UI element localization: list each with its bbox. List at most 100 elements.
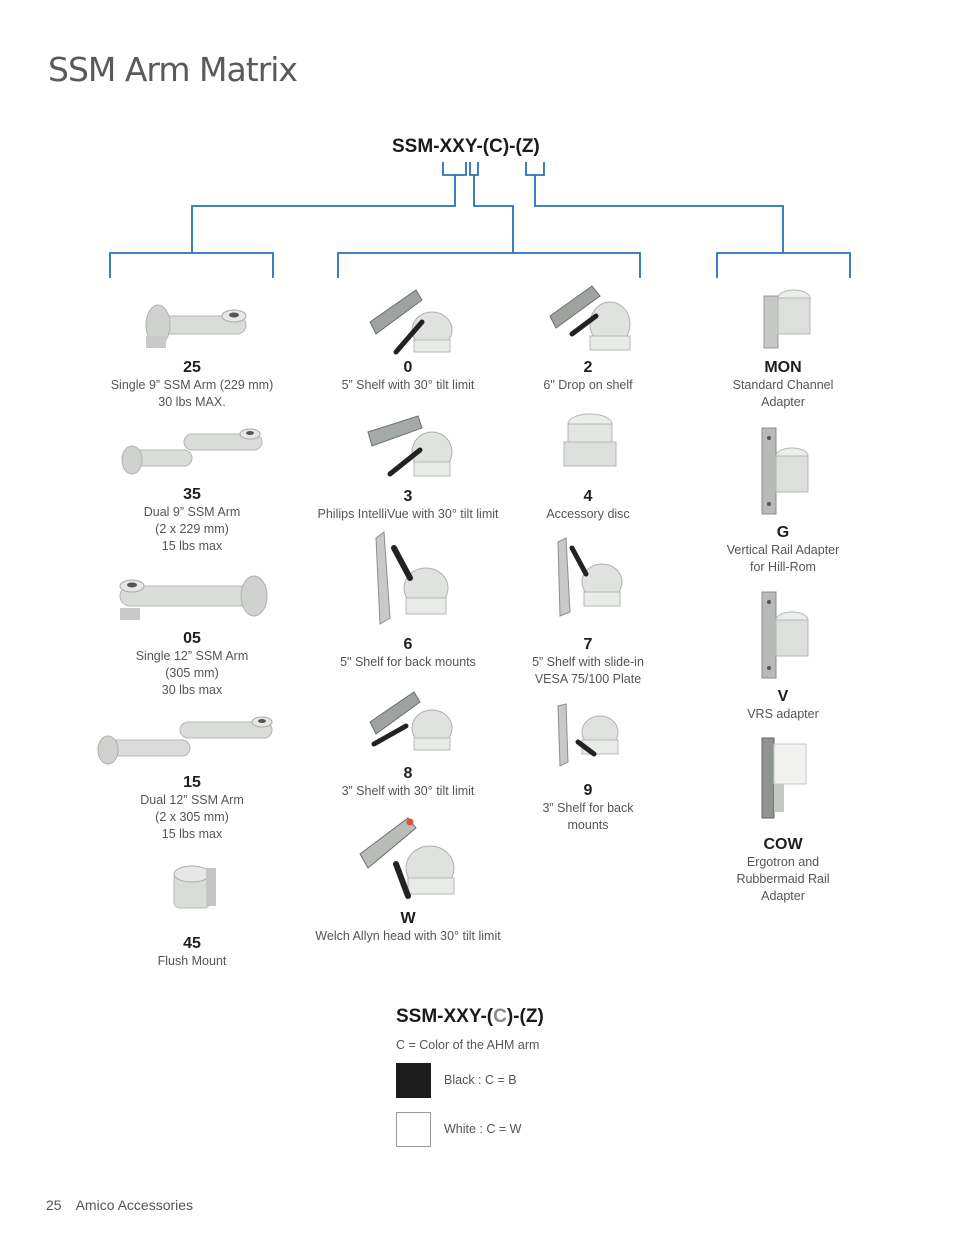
- option-code: 0: [403, 359, 413, 376]
- head-option-8: 8 3” Shelf with 30° tilt limit: [303, 765, 513, 800]
- option-desc-line: Philips IntelliVue with 30° tilt limit: [317, 507, 499, 521]
- option-desc-line: VESA 75/100 Plate: [534, 672, 642, 686]
- vesa-shelf-image: [557, 537, 623, 617]
- option-desc-line: 3” Shelf with 30° tilt limit: [341, 784, 475, 798]
- head-option-2: 2 6" Drop on shelf: [483, 359, 693, 394]
- vrs-adapter-image: [761, 591, 809, 679]
- option-desc-line: Flush Mount: [157, 954, 227, 968]
- arm-option-45: 45 Flush Mount: [87, 935, 297, 970]
- accessory-disc-image: [563, 413, 617, 467]
- color-heading-suffix: )-(Z): [506, 1006, 544, 1027]
- option-desc-line: Ergotron and: [746, 855, 820, 869]
- option-desc-line: Dual 9” SSM Arm: [143, 505, 241, 519]
- option-code: 45: [183, 935, 201, 952]
- option-desc-line: Vertical Rail Adapter: [726, 543, 840, 557]
- option-code: 9: [583, 782, 593, 799]
- welch-allyn-head-image: [359, 817, 455, 899]
- option-desc-line: 30 lbs max: [161, 683, 223, 697]
- white-color-label: White : C = W: [444, 1122, 522, 1136]
- option-code: 4: [583, 488, 593, 505]
- shelf-head-image: [369, 289, 453, 355]
- head-option-3: 3 Philips IntelliVue with 30° tilt limit: [303, 488, 513, 523]
- option-desc-line: 30 lbs MAX.: [158, 395, 226, 409]
- option-desc-line: VRS adapter: [747, 707, 819, 721]
- option-desc-line: 5" Shelf for back mounts: [340, 655, 476, 669]
- option-code: V: [777, 688, 789, 705]
- black-color-swatch: [396, 1063, 431, 1098]
- single-12-arm-image: [119, 575, 268, 620]
- small-shelf-head-image: [369, 691, 453, 751]
- head-option-w: W Welch Allyn head with 30° tilt limit: [303, 910, 513, 945]
- option-code: 15: [183, 774, 201, 791]
- page-footer: 25 Amico Accessories: [46, 1197, 193, 1213]
- adapter-option-cow: COW Ergotron and Rubbermaid Rail Adapter: [678, 836, 888, 905]
- arm-option-05: 05 Single 12” SSM Arm (305 mm) 30 lbs ma…: [87, 630, 297, 699]
- option-desc-line: Rubbermaid Rail: [736, 872, 830, 886]
- arm-option-25: 25 Single 9” SSM Arm (229 mm) 30 lbs MAX…: [87, 359, 297, 411]
- option-desc-line: (305 mm): [165, 666, 219, 680]
- intellivue-head-image: [367, 415, 453, 477]
- color-heading-highlight: C: [493, 1006, 507, 1027]
- option-code: 3: [403, 488, 413, 505]
- option-code: 25: [183, 359, 201, 376]
- option-desc-line: 15 lbs max: [161, 827, 223, 841]
- dual-12-arm-image: [97, 716, 273, 765]
- adapter-option-g: G Vertical Rail Adapter for Hill-Rom: [678, 524, 888, 576]
- code-bracket-tree: [109, 162, 851, 278]
- option-desc-line: Standard Channel: [732, 378, 834, 392]
- flush-mount-image: [173, 865, 216, 909]
- color-heading-prefix: SSM-XXY-(: [396, 1006, 494, 1027]
- black-color-label: Black : C = B: [444, 1073, 517, 1087]
- matrix-heading: SSM-XXY-(C)-(Z): [392, 136, 540, 157]
- arm-option-35: 35 Dual 9” SSM Arm (2 x 229 mm) 15 lbs m…: [87, 486, 297, 555]
- option-desc-line: Dual 12” SSM Arm: [140, 793, 244, 807]
- arm-option-15: 15 Dual 12” SSM Arm (2 x 305 mm) 15 lbs …: [87, 774, 297, 843]
- option-desc-line: 5” Shelf with 30° tilt limit: [341, 378, 475, 392]
- option-code: MON: [764, 359, 802, 376]
- channel-adapter-image: [763, 289, 811, 349]
- option-code: G: [776, 524, 790, 541]
- option-desc-line: Adapter: [761, 395, 805, 409]
- head-option-0: 0 5” Shelf with 30° tilt limit: [303, 359, 513, 394]
- option-code: 2: [583, 359, 593, 376]
- white-color-swatch: [396, 1112, 431, 1147]
- page-title: SSM Arm Matrix: [48, 50, 298, 89]
- option-desc-line: Adapter: [761, 889, 805, 903]
- option-desc-line: mounts: [567, 818, 609, 832]
- option-desc-line: Single 9” SSM Arm (229 mm): [110, 378, 274, 392]
- option-desc-line: Single 12” SSM Arm: [135, 649, 249, 663]
- option-desc-line: 3” Shelf for back: [542, 801, 634, 815]
- adapter-option-v: V VRS adapter: [678, 688, 888, 723]
- dual-9-arm-image: [121, 428, 263, 475]
- option-desc-line: Welch Allyn head with 30° tilt limit: [315, 929, 501, 943]
- color-code-heading: SSM-XXY-(C)-(Z): [396, 1006, 544, 1028]
- publication-name: Amico Accessories: [75, 1197, 194, 1213]
- option-desc-line: 6" Drop on shelf: [543, 378, 633, 392]
- head-option-9: 9 3” Shelf for back mounts: [483, 782, 693, 834]
- option-desc-line: 5” Shelf with slide-in: [532, 655, 644, 669]
- page-number: 25: [46, 1197, 62, 1213]
- option-code: 6: [403, 636, 413, 653]
- option-desc-line: Accessory disc: [546, 507, 630, 521]
- option-code: 8: [403, 765, 413, 782]
- back-mount-shelf-image: [375, 531, 449, 625]
- option-code: 7: [583, 636, 593, 653]
- vertical-rail-adapter-image: [761, 427, 809, 515]
- option-desc-line: (2 x 305 mm): [155, 810, 229, 824]
- option-code: COW: [763, 836, 803, 853]
- option-code: 35: [183, 486, 201, 503]
- drop-shelf-head-image: [549, 285, 631, 351]
- cow-rail-adapter-image: [761, 737, 807, 819]
- head-option-7: 7 5” Shelf with slide-in VESA 75/100 Pla…: [483, 636, 693, 688]
- option-desc-line: for Hill-Rom: [750, 560, 816, 574]
- small-back-shelf-image: [557, 703, 619, 767]
- head-option-6: 6 5" Shelf for back mounts: [303, 636, 513, 671]
- color-description: C = Color of the AHM arm: [396, 1038, 540, 1052]
- single-9-arm-image: [145, 304, 247, 348]
- option-code: 05: [183, 630, 201, 647]
- option-code: W: [400, 910, 416, 927]
- option-desc-line: (2 x 229 mm): [155, 522, 229, 536]
- option-desc-line: 15 lbs max: [161, 539, 223, 553]
- head-option-4: 4 Accessory disc: [483, 488, 693, 523]
- adapter-option-mon: MON Standard Channel Adapter: [678, 359, 888, 411]
